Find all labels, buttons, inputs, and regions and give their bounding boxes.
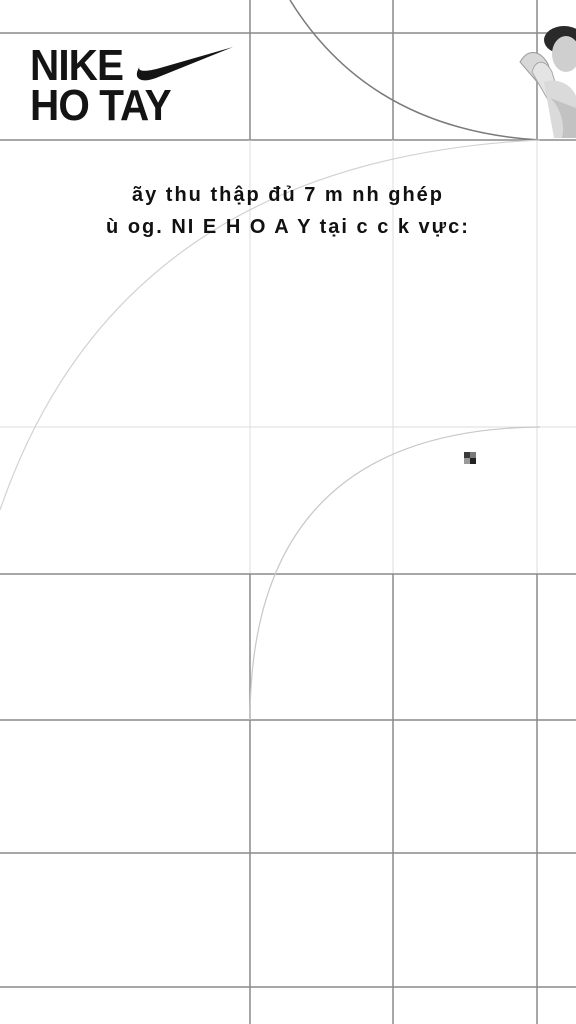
athlete-photo [519,26,576,138]
map-marker-icon[interactable] [464,452,476,464]
nike-swoosh-icon [136,47,233,81]
nike-ho-tay-logo: NIKE HO TAY [30,44,240,134]
heading-line-2: ù og. NI E H O A Y tại c c k vực: [106,216,470,238]
logo-line-2: HO TAY [30,81,172,130]
logo-line-1: NIKE [30,41,124,90]
instruction-heading: ãy thu thập đủ 7 m nh ghép ù og. NI E H … [0,180,576,242]
heading-line-1: ãy thu thập đủ 7 m nh ghép [132,184,444,206]
